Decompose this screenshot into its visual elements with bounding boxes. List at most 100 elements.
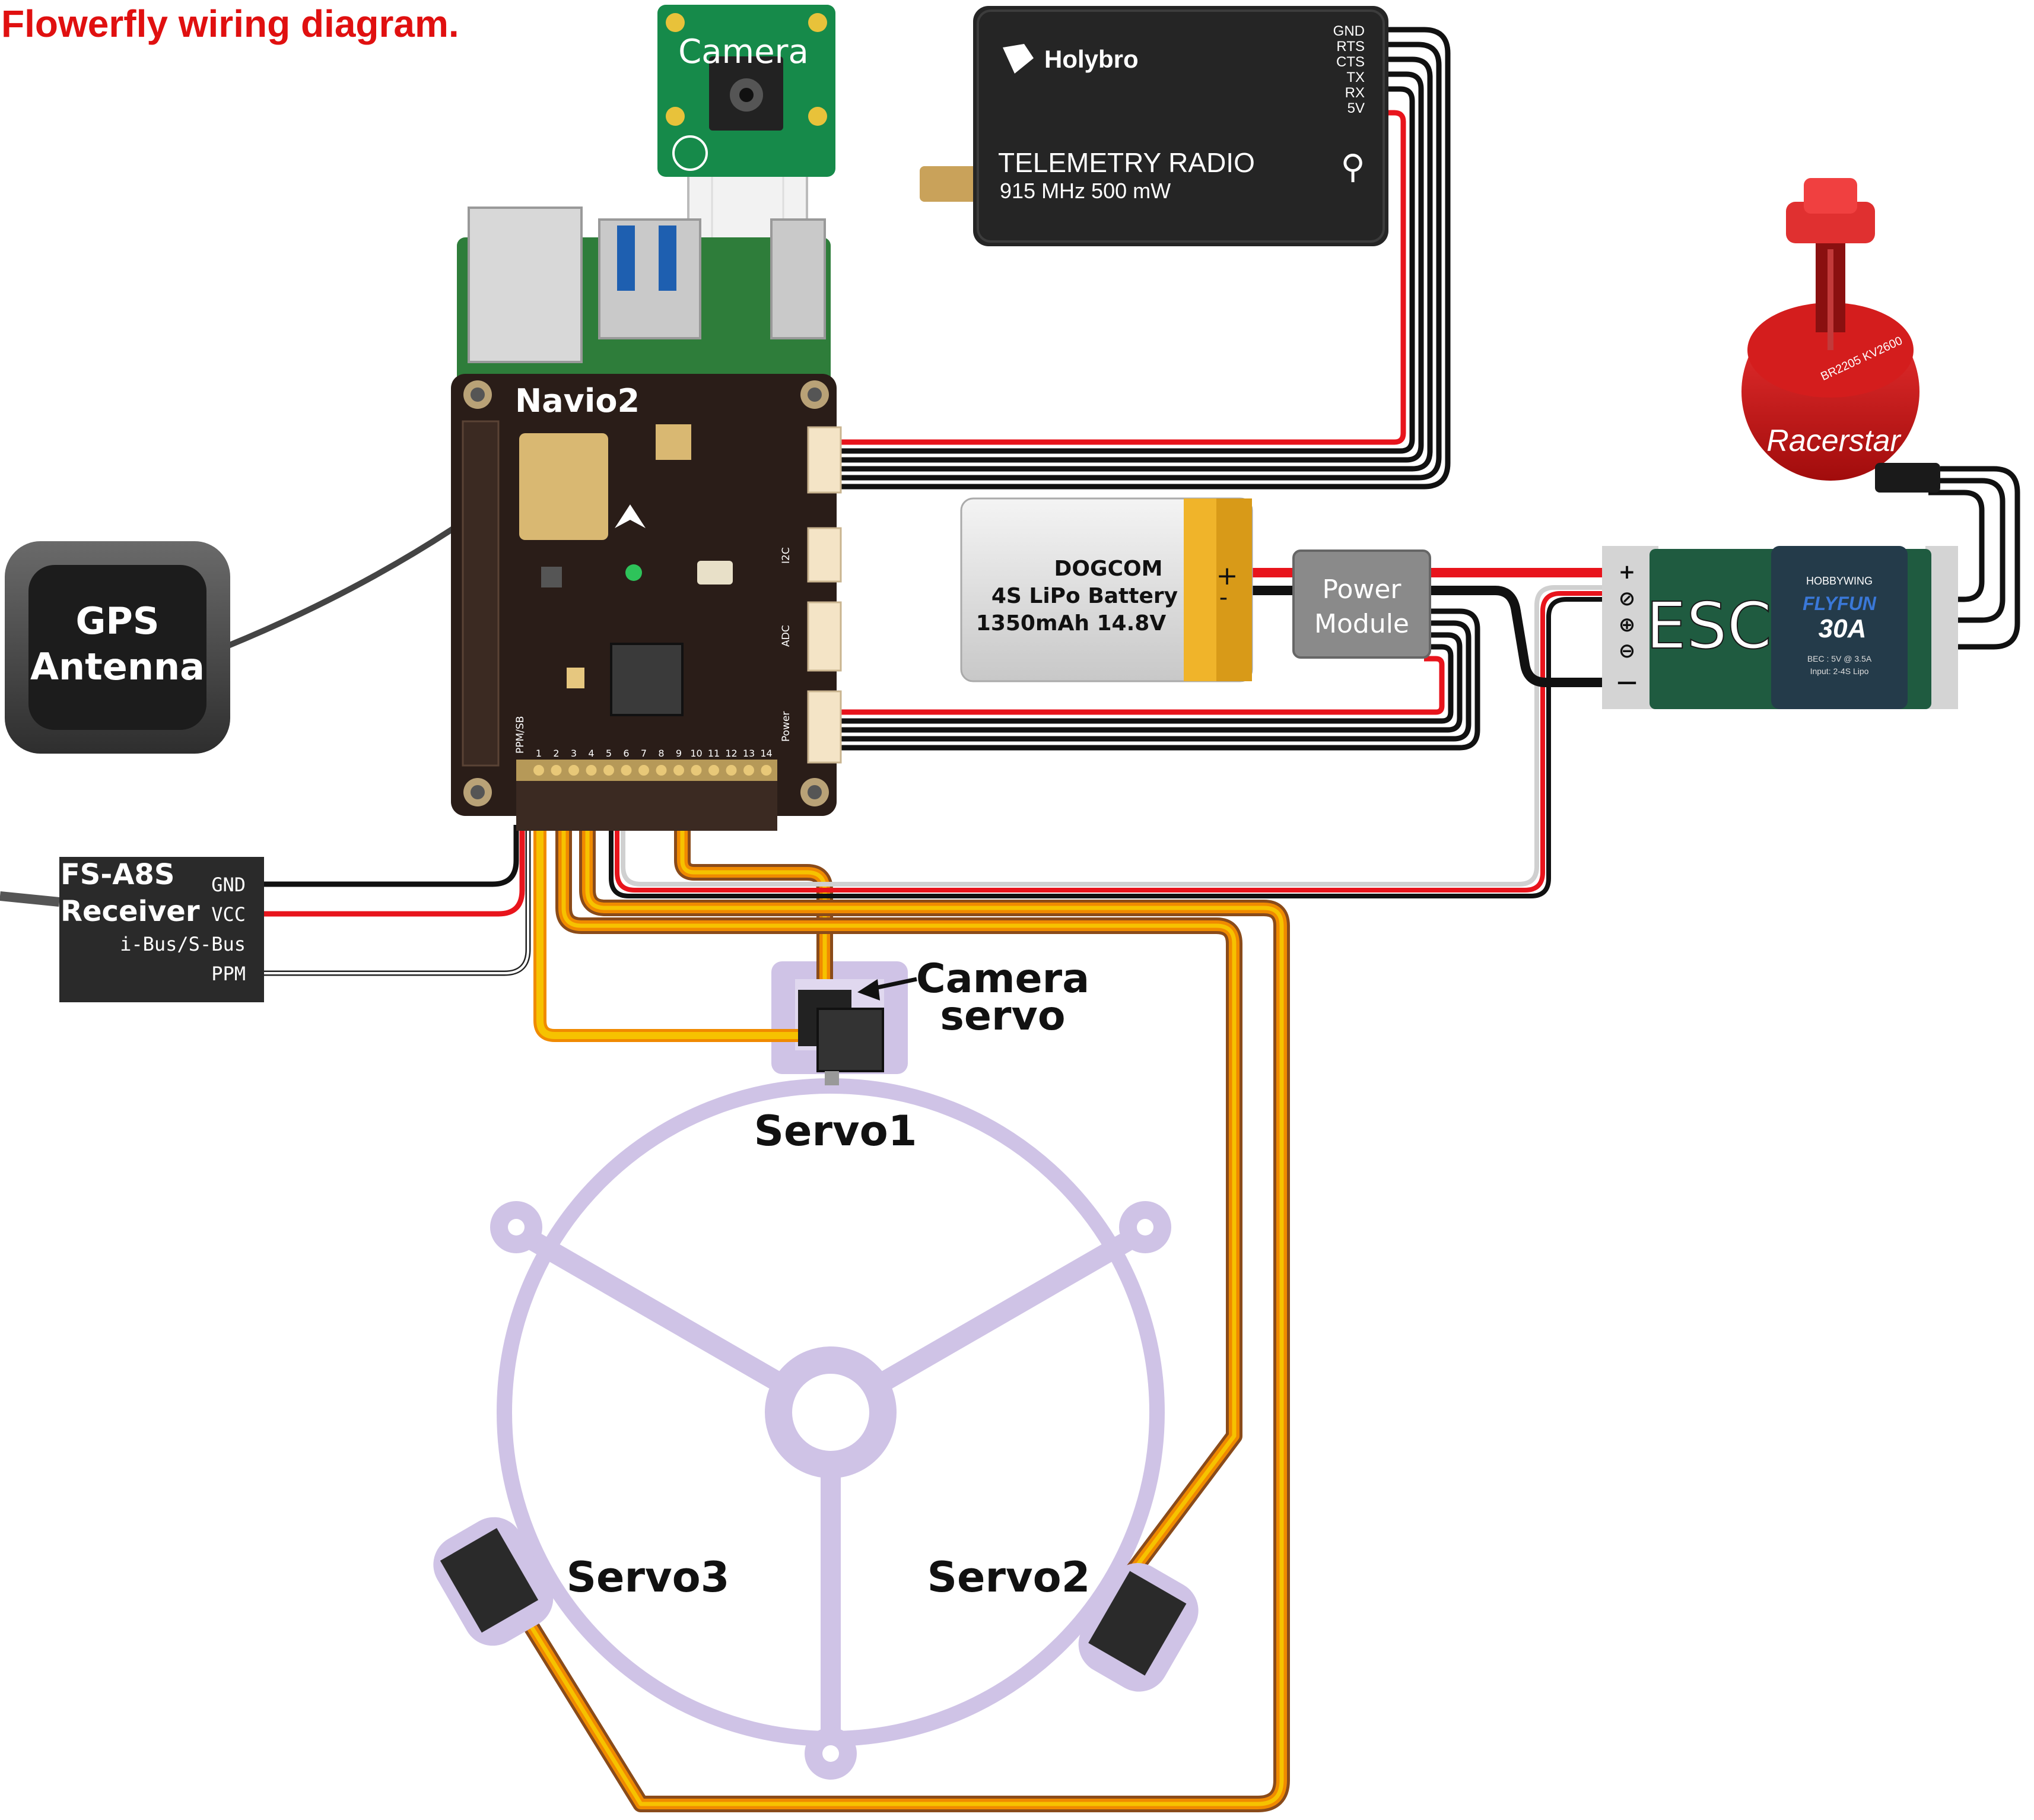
servo-header-pin bbox=[691, 765, 702, 776]
battery-brand: DOGCOM bbox=[1054, 557, 1163, 581]
orientation-arrow-icon bbox=[615, 504, 646, 528]
camera-servo-label-line2: servo bbox=[940, 993, 1065, 1040]
servo-header-pin bbox=[603, 765, 614, 776]
servo-header-pin bbox=[638, 765, 649, 776]
telemetry-cable bbox=[837, 27, 1451, 490]
servo2-label: Servo2 bbox=[927, 1553, 1091, 1602]
telemetry-pin-cts: CTS bbox=[1336, 54, 1365, 70]
telemetry-pin-rts: RTS bbox=[1336, 39, 1365, 55]
antenna-connector bbox=[920, 166, 985, 202]
receiver-wires bbox=[261, 825, 531, 976]
servo-header-pin bbox=[761, 765, 772, 776]
servo-header-pin bbox=[726, 765, 737, 776]
gps-label-line1: GPS bbox=[76, 599, 160, 643]
esc-rating: 30A bbox=[1819, 614, 1867, 643]
esc-model: FLYFUN bbox=[1803, 593, 1877, 614]
servo-channel-label: 1 bbox=[536, 748, 542, 759]
brushless-motor: Racerstar BR2205 KV2600 bbox=[1741, 178, 1940, 493]
raspberry-logo-icon bbox=[672, 135, 708, 171]
receiver-pin-vcc: VCC bbox=[211, 903, 246, 926]
camera-servo bbox=[798, 990, 884, 1085]
telemetry-brand: Holybro bbox=[1044, 45, 1139, 73]
telemetry-radio: Holybro TELEMETRY RADIO 915 MHz 500 mW G… bbox=[920, 6, 1388, 246]
receiver-pin-ppm: PPM bbox=[211, 963, 246, 985]
servo-channel-label: 11 bbox=[708, 748, 720, 759]
servo-channel-label: 6 bbox=[623, 748, 629, 759]
motor-connector bbox=[1875, 463, 1940, 493]
servo-channel-label: 5 bbox=[606, 748, 612, 759]
battery-minus-label: - bbox=[1219, 584, 1228, 611]
esc-input-block bbox=[1602, 546, 1658, 709]
servo-channel-label: 4 bbox=[588, 748, 594, 759]
telemetry-pin-tx: TX bbox=[1346, 69, 1365, 85]
camera-servo-pointer-arrow bbox=[857, 977, 917, 1000]
battery-plus-label: + bbox=[1216, 561, 1238, 591]
servo3-body bbox=[433, 1517, 554, 1646]
lipo-battery: DOGCOM 4S LiPo Battery 1350mAh 14.8V + - bbox=[960, 497, 1253, 682]
motor-brand: Racerstar bbox=[1766, 424, 1902, 458]
telemetry-pin-5v: 5V bbox=[1347, 100, 1365, 116]
usb-port bbox=[598, 218, 701, 339]
gps-label-line2: Antenna bbox=[30, 645, 205, 688]
adc-port bbox=[807, 601, 842, 672]
navio-adc-label: ADC bbox=[780, 625, 792, 647]
servo-channel-label: 7 bbox=[641, 748, 647, 759]
servo-header-pin bbox=[656, 765, 667, 776]
telemetry-pin-gnd: GND bbox=[1333, 23, 1365, 39]
camera-servo-label-line1: Camera bbox=[916, 955, 1089, 1002]
servo3-label: Servo3 bbox=[567, 1553, 730, 1602]
servo-channel-label: 8 bbox=[658, 748, 664, 759]
servo-header-pin bbox=[743, 765, 754, 776]
servo-header-pin bbox=[568, 765, 579, 776]
power-module-line1: Power bbox=[1322, 574, 1401, 605]
esc-pin-minus: — bbox=[1617, 670, 1637, 694]
camera-label: Camera bbox=[678, 33, 809, 71]
receiver-pin-gnd: GND bbox=[211, 874, 246, 896]
telemetry-pin-rx: RX bbox=[1345, 85, 1365, 101]
esc-label: ESC bbox=[1646, 589, 1772, 663]
usb-icon: ⚲ bbox=[1340, 148, 1365, 186]
servo-header-pin bbox=[708, 765, 719, 776]
servo-header-pin bbox=[673, 765, 684, 776]
motor-wires bbox=[1928, 466, 2020, 650]
servo1-label: Servo1 bbox=[754, 1107, 917, 1155]
servo2-body bbox=[1078, 1563, 1199, 1692]
servo-header-pin bbox=[533, 765, 544, 776]
status-led bbox=[625, 564, 642, 581]
esc-pin-signal: ⊘ bbox=[1619, 587, 1636, 611]
navio-ppm-label: PPM/SB bbox=[514, 716, 526, 754]
power-port bbox=[807, 690, 842, 764]
servo-channel-label: 10 bbox=[690, 748, 702, 759]
ethernet-port bbox=[468, 207, 583, 363]
power-module: Power Module bbox=[1292, 550, 1431, 659]
esc: ESC HOBBYWING FLYFUN 30A BEC : 5V @ 3.5A… bbox=[1602, 546, 1958, 709]
esc-pin-bec-minus: ⊖ bbox=[1619, 639, 1636, 663]
navio2-label: Navio2 bbox=[515, 382, 640, 420]
gps-connector bbox=[656, 424, 691, 460]
i2c-port bbox=[807, 527, 842, 583]
battery-type: 4S LiPo Battery bbox=[991, 584, 1178, 608]
servo-channel-label: 2 bbox=[553, 748, 559, 759]
battery-leads bbox=[1252, 568, 1608, 687]
gps-antenna: GPS Antenna bbox=[5, 541, 230, 754]
servo-header-pin bbox=[551, 765, 562, 776]
esc-pin-plus: + bbox=[1619, 560, 1636, 584]
esc-signal-wire bbox=[609, 585, 1614, 898]
navio-i2c-label: I2C bbox=[780, 547, 792, 564]
fs-a8s-receiver: FS-A8S Receiver GND VCC i-Bus/S-Bus PPM bbox=[0, 857, 264, 1002]
receiver-model: FS-A8S bbox=[61, 858, 174, 891]
telemetry-spec: 915 MHz 500 mW bbox=[1000, 179, 1171, 203]
telemetry-name: TELEMETRY RADIO bbox=[998, 147, 1255, 178]
power-module-line2: Module bbox=[1314, 609, 1409, 639]
servo-header-pin bbox=[621, 765, 632, 776]
esc-bec: BEC : 5V @ 3.5A bbox=[1807, 654, 1872, 663]
esc-pin-bec-plus: ⊕ bbox=[1619, 613, 1636, 637]
holybro-logo-icon bbox=[1003, 44, 1034, 74]
receiver-label: Receiver bbox=[61, 895, 200, 928]
servo-channel-label: 9 bbox=[676, 748, 682, 759]
receiver-pin-ibus: i-Bus/S-Bus bbox=[120, 933, 246, 955]
gps-chip bbox=[519, 433, 608, 540]
battery-capacity: 1350mAh 14.8V bbox=[976, 611, 1167, 636]
